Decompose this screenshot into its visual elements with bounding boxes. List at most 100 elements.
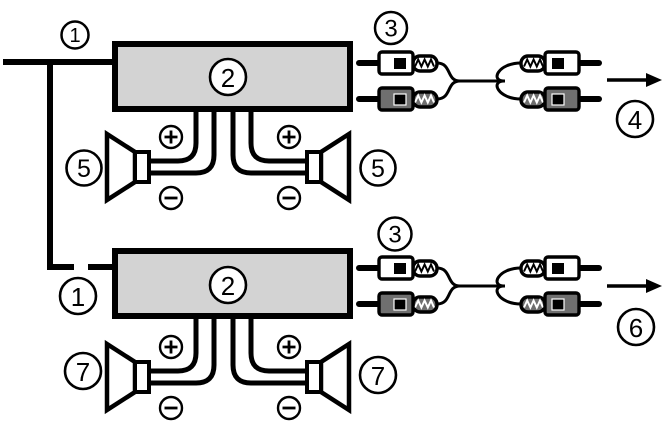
callout-circle: [615, 99, 655, 139]
arrow-right-icon: [607, 73, 662, 87]
arrow-head: [646, 73, 662, 87]
rca-zigzag: [414, 298, 435, 310]
amplifier-bottom: 2: [112, 248, 353, 319]
speaker-bottom-right: [305, 339, 352, 415]
minus-icon: [276, 395, 302, 421]
rca-plug-white-left: [356, 255, 439, 281]
callout-output-bottom: 6: [616, 307, 656, 347]
minus-icon: [158, 395, 184, 421]
rca-zigzag: [523, 93, 544, 105]
rca-cord: [495, 284, 522, 306]
speaker-top-right: [305, 129, 352, 205]
callout-speaker-bottom-right: 7: [358, 355, 398, 395]
rca-cord: [436, 266, 461, 288]
callout-speaker-bottom-left: 7: [63, 351, 103, 391]
polarity-symbols-bottom: [158, 334, 302, 421]
rca-plug-gray-right: [519, 291, 602, 317]
rca-plug-square: [394, 263, 406, 274]
minus-icon: [276, 185, 302, 211]
speaker-cone-icon: [104, 339, 138, 415]
callout-circle: [65, 149, 103, 187]
speaker-wire: [151, 313, 217, 386]
callout-amplifier-bottom: 2: [208, 265, 248, 305]
speaker-wire: [151, 106, 217, 176]
rca-plug-square: [393, 93, 407, 106]
rca-plug-white-left: [356, 50, 439, 76]
callout-circle: [60, 20, 90, 50]
rca-plug-gray-left: [356, 291, 439, 317]
rca-cord: [436, 79, 461, 101]
rca-plug-square: [551, 298, 565, 311]
speaker-terminal: [305, 150, 323, 184]
speaker-wire: [230, 313, 306, 386]
callout-number: 2: [221, 63, 235, 93]
rca-cable-bottom: [356, 255, 602, 317]
rca-plug-square: [394, 58, 406, 69]
power-lead-wires: [3, 59, 114, 270]
minus-icon: [158, 185, 184, 211]
callout-number: 7: [76, 357, 90, 387]
callout-number: 5: [77, 155, 91, 183]
rca-zigzag: [414, 93, 435, 105]
callout-circle: [58, 276, 98, 316]
callout-circle: [377, 216, 413, 252]
rca-plug-square: [552, 263, 564, 274]
rca-plug-square: [552, 58, 564, 69]
rca-cable-cords: [436, 61, 522, 101]
callout-circle: [616, 307, 656, 347]
rca-cord: [495, 266, 522, 288]
speaker-terminal: [305, 360, 323, 394]
rca-plug-gray-right: [519, 86, 602, 112]
speaker-wire: [230, 106, 306, 176]
speaker-bottom-left: [104, 339, 151, 415]
callout-circle: [208, 265, 248, 305]
rca-cord: [495, 79, 522, 101]
callout-rca-cable-bottom: 3: [377, 216, 413, 252]
rca-cable-top: [356, 50, 602, 112]
callout-power-lead-top: 1: [60, 20, 90, 50]
speaker-wire: [248, 313, 306, 374]
callout-number: 3: [388, 222, 401, 249]
callout-number: 6: [629, 313, 643, 343]
speaker-cone-icon: [104, 129, 138, 205]
rca-cable-cords: [436, 266, 522, 306]
callout-circle: [208, 57, 248, 97]
amplifier-top: 2: [112, 41, 353, 112]
callout-number: 3: [384, 16, 397, 43]
speaker-wires-bottom: [151, 313, 306, 386]
callout-circle: [63, 351, 103, 391]
rca-zigzag: [523, 57, 544, 69]
rca-plug-square: [393, 298, 407, 311]
callout-power-lead-bottom: 1: [58, 276, 98, 316]
speaker-terminal: [133, 360, 151, 394]
callout-circle: [359, 149, 397, 187]
power-lead-vertical-wire: [47, 62, 74, 270]
rca-zigzag: [523, 298, 544, 310]
callout-number: 5: [371, 155, 385, 183]
callout-number: 1: [69, 25, 80, 47]
speaker-terminal: [133, 150, 151, 184]
speaker-cone-icon: [318, 129, 352, 205]
speaker-wires-top: [151, 106, 306, 176]
rca-plug-white-right: [519, 255, 602, 281]
plus-icon: [276, 334, 302, 360]
callout-number: 7: [371, 361, 385, 391]
callout-amplifier-top: 2: [208, 57, 248, 97]
speaker-wire: [151, 106, 199, 164]
plus-icon: [276, 124, 302, 150]
callout-rca-cable-top: 3: [373, 10, 409, 46]
rca-zigzag: [523, 262, 544, 274]
rca-plug-white-right: [519, 50, 602, 76]
rca-cord: [436, 61, 461, 83]
rca-cord: [495, 61, 522, 83]
rca-cord: [436, 284, 461, 306]
speaker-wire: [151, 313, 199, 374]
callout-speaker-top-right: 5: [359, 149, 397, 187]
plus-icon: [158, 334, 184, 360]
callout-number: 1: [71, 282, 85, 312]
rca-plug-gray-left: [356, 86, 439, 112]
callout-circle: [358, 355, 398, 395]
speaker-top-left: [104, 129, 151, 205]
rca-zigzag: [414, 262, 435, 274]
